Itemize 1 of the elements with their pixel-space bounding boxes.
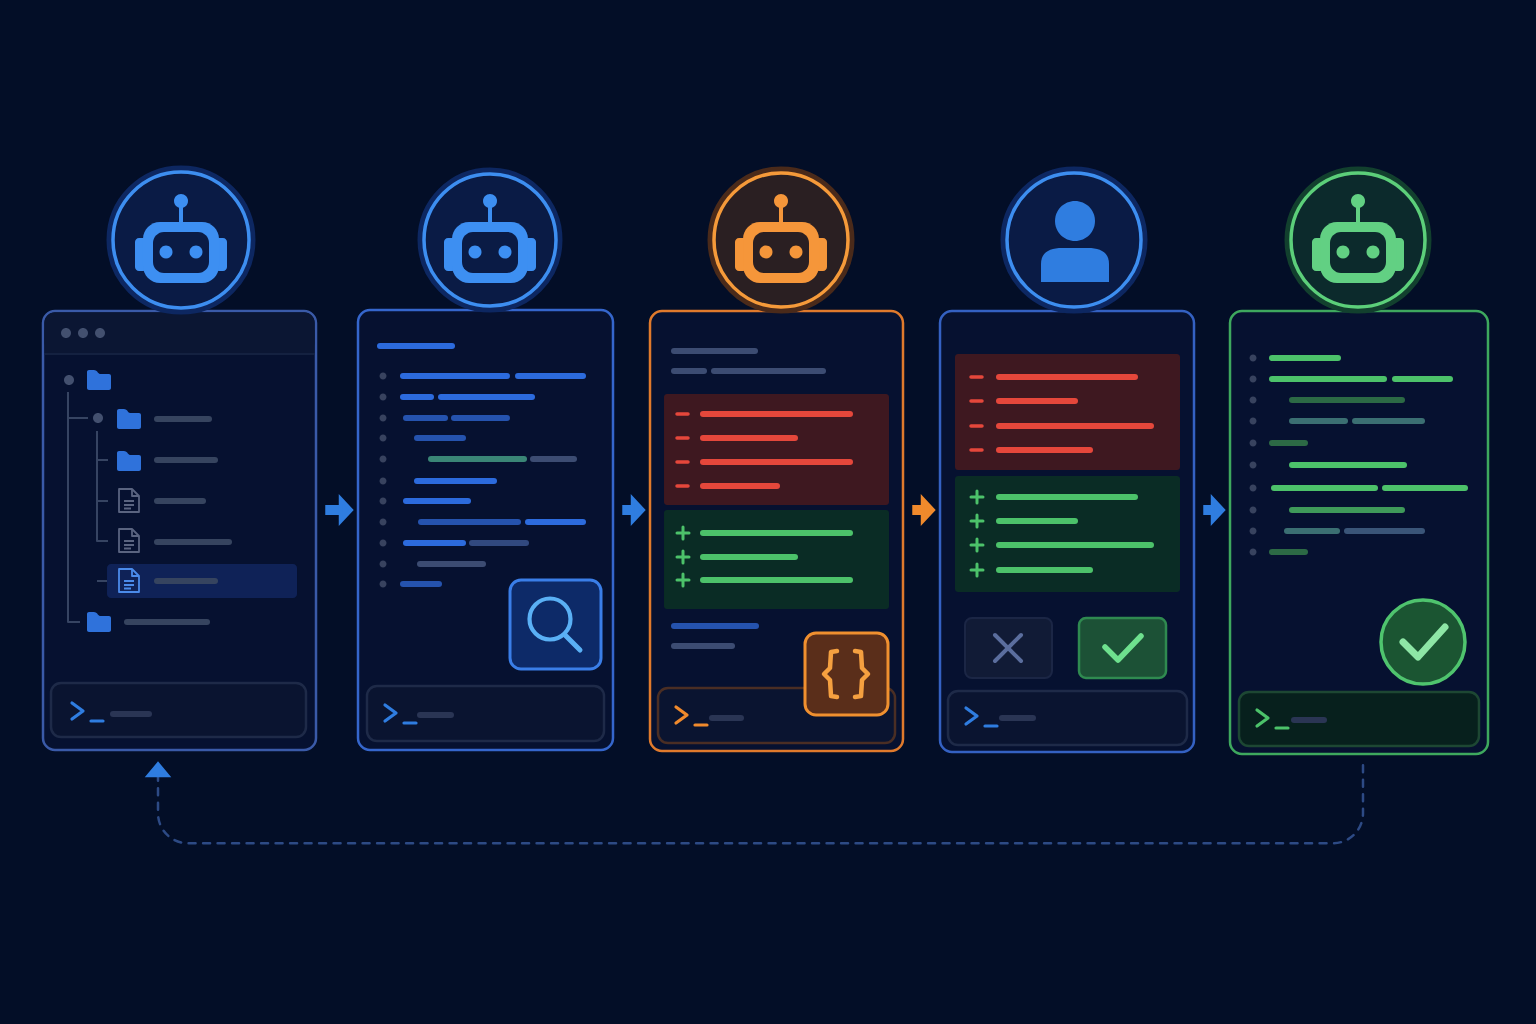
dashed-arrow (144, 761, 1365, 845)
